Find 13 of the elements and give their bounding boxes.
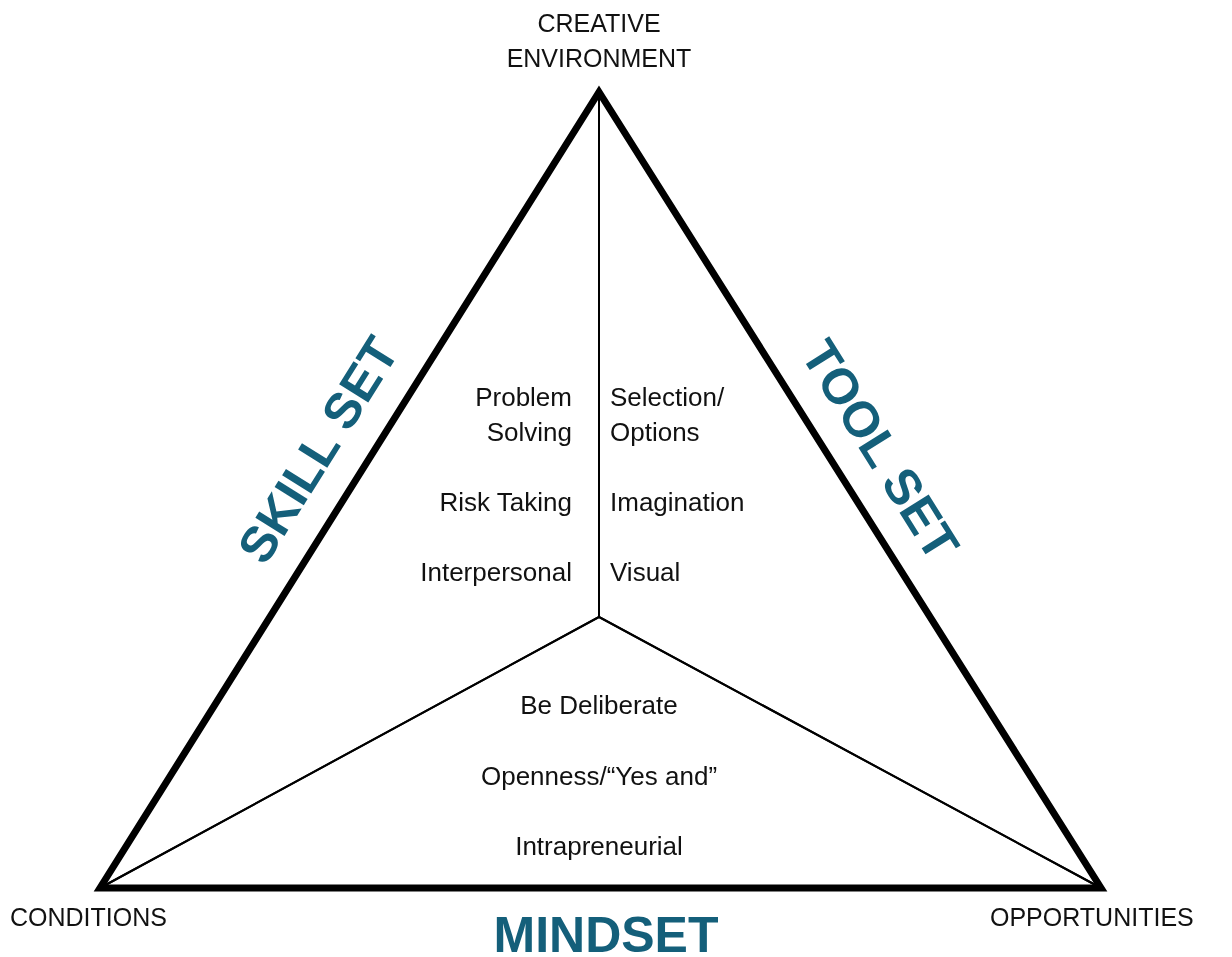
item-text: Interpersonal — [419, 556, 572, 589]
item-text: Openness/“Yes and” — [479, 760, 719, 793]
item-text: Risk Taking — [438, 486, 572, 519]
item-text: Imagination — [610, 486, 746, 519]
item-text: Intrapreneurial — [514, 830, 684, 863]
section-heading: MINDSET — [493, 910, 719, 957]
item-text: Be Deliberate — [519, 689, 679, 722]
corner-label: OPPORTUNITIES — [990, 902, 1195, 933]
item-text: Visual — [610, 556, 682, 589]
item-text: Problem Solving — [474, 381, 572, 449]
item-text: Selection/ Options — [610, 381, 726, 449]
corner-label: CREATIVE ENVIRONMENT — [505, 8, 693, 74]
corner-label: CONDITIONS — [10, 902, 168, 933]
